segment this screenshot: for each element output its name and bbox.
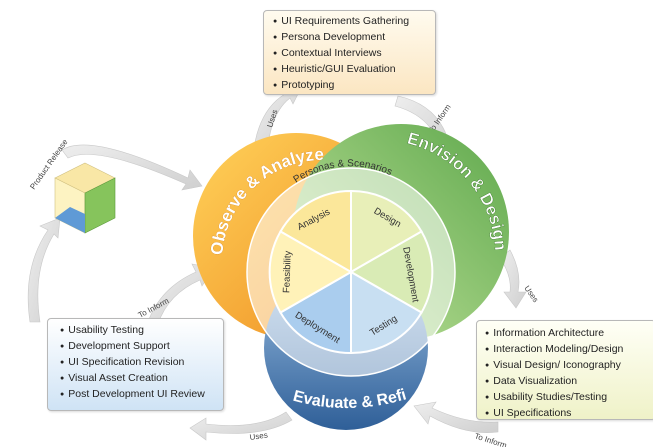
list-item: Data Visualization [485, 374, 653, 390]
uses-bottom-label: Uses [249, 431, 268, 442]
arrow-left-up [27, 217, 61, 323]
observe-activities-box: UI Requirements Gathering Persona Develo… [263, 10, 436, 95]
list-item: Post Development UI Review [60, 387, 223, 403]
evaluate-activities-box: Usability Testing Development Support UI… [47, 318, 224, 411]
list-item: UI Requirements Gathering [273, 14, 435, 30]
cycle-arrows [27, 87, 527, 441]
phase-wheel [268, 189, 434, 355]
list-item: Usability Studies/Testing [485, 390, 653, 406]
envision-activities-box: Information Architecture Interaction Mod… [476, 320, 653, 420]
segment-testing [350, 270, 423, 355]
list-item: Heuristic/GUI Evaluation [273, 62, 435, 78]
evaluate-activities-list: Usability Testing Development Support UI… [60, 323, 223, 403]
list-item: Persona Development [273, 30, 435, 46]
arrow-bottom-to-inform [413, 401, 499, 433]
list-item: UI Specification Revision [60, 355, 223, 371]
arrow-bottom-uses [189, 411, 293, 441]
feasibility-label: Feasibility [281, 250, 293, 293]
product-release-cube-icon [54, 162, 116, 234]
envision-activities-list: Information Architecture Interaction Mod… [485, 326, 653, 422]
list-item: Contextual Interviews [273, 46, 435, 62]
list-item: UI Specifications [485, 406, 653, 422]
list-item: Visual Design/ Iconography [485, 358, 653, 374]
segment-design [350, 189, 423, 274]
list-item: Information Architecture [485, 326, 653, 342]
segment-deployment [279, 270, 352, 355]
list-item: Interaction Modeling/Design [485, 342, 653, 358]
arrow-top-uses [254, 87, 301, 147]
segment-development [348, 230, 434, 314]
list-item: Development Support [60, 339, 223, 355]
segment-feasibility [268, 230, 354, 314]
observe-activities-list: UI Requirements Gathering Persona Develo… [273, 14, 435, 94]
arrow-right-uses [499, 249, 527, 309]
segment-analysis [279, 189, 352, 274]
arrow-product-release [61, 144, 203, 191]
list-item: Prototyping [273, 78, 435, 94]
list-item: Visual Asset Creation [60, 371, 223, 387]
list-item: Usability Testing [60, 323, 223, 339]
to-inform-bottom-label: To Inform [473, 431, 508, 447]
